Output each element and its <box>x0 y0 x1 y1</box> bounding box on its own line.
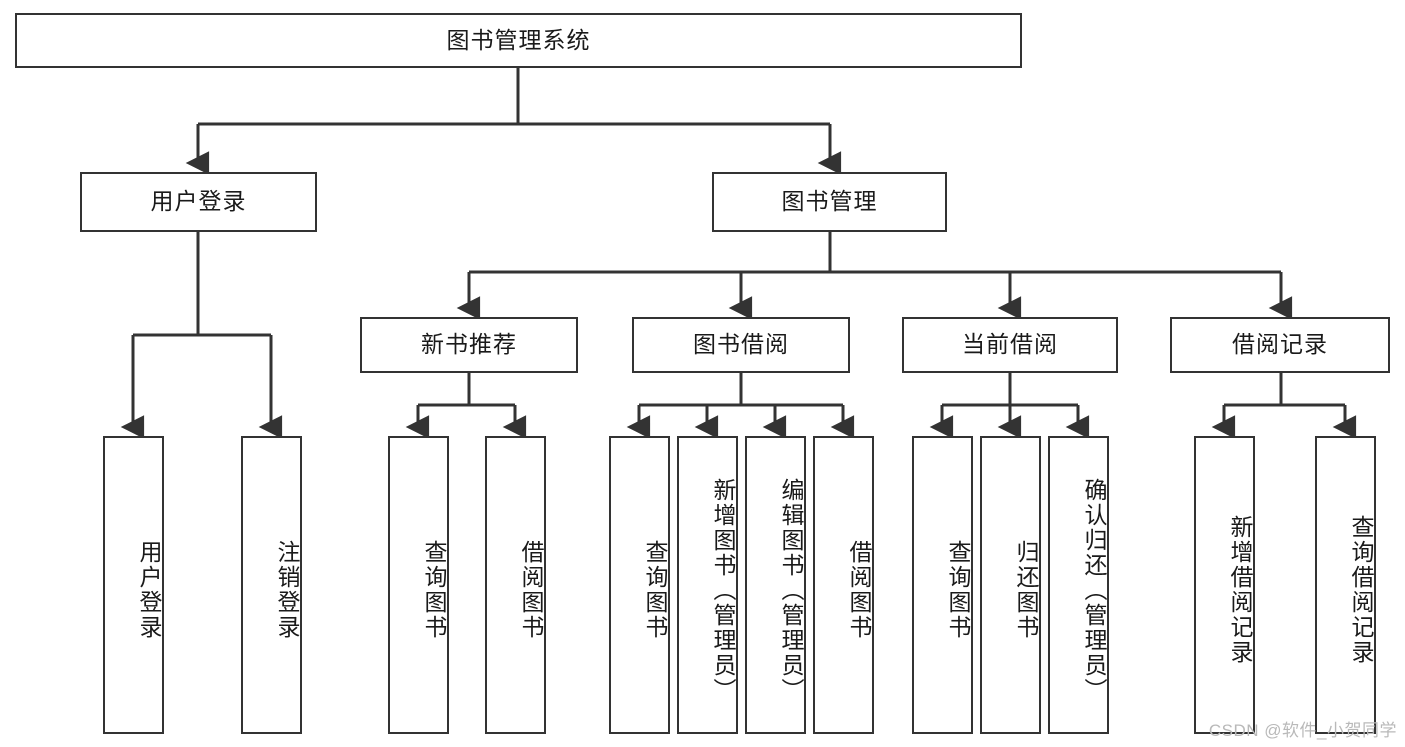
node-new-book-recommend[interactable]: 新书推荐 <box>360 317 578 373</box>
node-label: 新书推荐 <box>421 331 517 358</box>
node-user-login[interactable]: 用户登录 <box>80 172 317 232</box>
node-label: 图书借阅 <box>693 331 789 358</box>
node-label: 图书管理系统 <box>446 26 591 53</box>
node-book-borrow[interactable]: 图书借阅 <box>632 317 850 373</box>
node-label: 归还图书 <box>1013 540 1039 640</box>
node-label: 借阅图书 <box>518 540 544 640</box>
leaf-current-borrow-3[interactable]: 确认归还（管理员） <box>1048 436 1109 734</box>
leaf-user-login-1[interactable]: 用户登录 <box>103 436 164 734</box>
node-current-borrow[interactable]: 当前借阅 <box>902 317 1118 373</box>
node-label: 新增借阅记录 <box>1227 515 1253 665</box>
node-label: 查询图书 <box>421 540 447 640</box>
leaf-book-borrow-2[interactable]: 新增图书（管理员） <box>677 436 738 734</box>
node-label: 借阅图书 <box>846 540 872 640</box>
node-label: 新增图书（管理员） <box>710 477 736 703</box>
leaf-user-login-2[interactable]: 注销登录 <box>241 436 302 734</box>
node-label: 查询图书 <box>945 540 971 640</box>
node-label: 编辑图书（管理员） <box>778 477 804 703</box>
node-label: 图书管理 <box>781 188 878 215</box>
leaf-borrow-record-1[interactable]: 新增借阅记录 <box>1194 436 1255 734</box>
leaf-new-book-2[interactable]: 借阅图书 <box>485 436 546 734</box>
leaf-book-borrow-3[interactable]: 编辑图书（管理员） <box>745 436 806 734</box>
leaf-new-book-1[interactable]: 查询图书 <box>388 436 449 734</box>
leaf-borrow-record-2[interactable]: 查询借阅记录 <box>1315 436 1376 734</box>
node-book-management[interactable]: 图书管理 <box>712 172 947 232</box>
node-label: 用户登录 <box>136 540 162 640</box>
leaf-current-borrow-1[interactable]: 查询图书 <box>912 436 973 734</box>
leaf-book-borrow-4[interactable]: 借阅图书 <box>813 436 874 734</box>
node-label: 查询借阅记录 <box>1348 515 1374 665</box>
leaf-current-borrow-2[interactable]: 归还图书 <box>980 436 1041 734</box>
node-label: 当前借阅 <box>962 331 1058 358</box>
node-label: 确认归还（管理员） <box>1081 477 1107 703</box>
watermark-text: CSDN @软件_小贺同学 <box>1208 721 1397 740</box>
node-borrow-record[interactable]: 借阅记录 <box>1170 317 1390 373</box>
node-root-book-management-system[interactable]: 图书管理系统 <box>15 13 1022 68</box>
node-label: 查询图书 <box>642 540 668 640</box>
node-label: 借阅记录 <box>1232 331 1328 358</box>
node-label: 注销登录 <box>274 540 300 640</box>
node-label: 用户登录 <box>150 188 247 215</box>
leaf-book-borrow-1[interactable]: 查询图书 <box>609 436 670 734</box>
